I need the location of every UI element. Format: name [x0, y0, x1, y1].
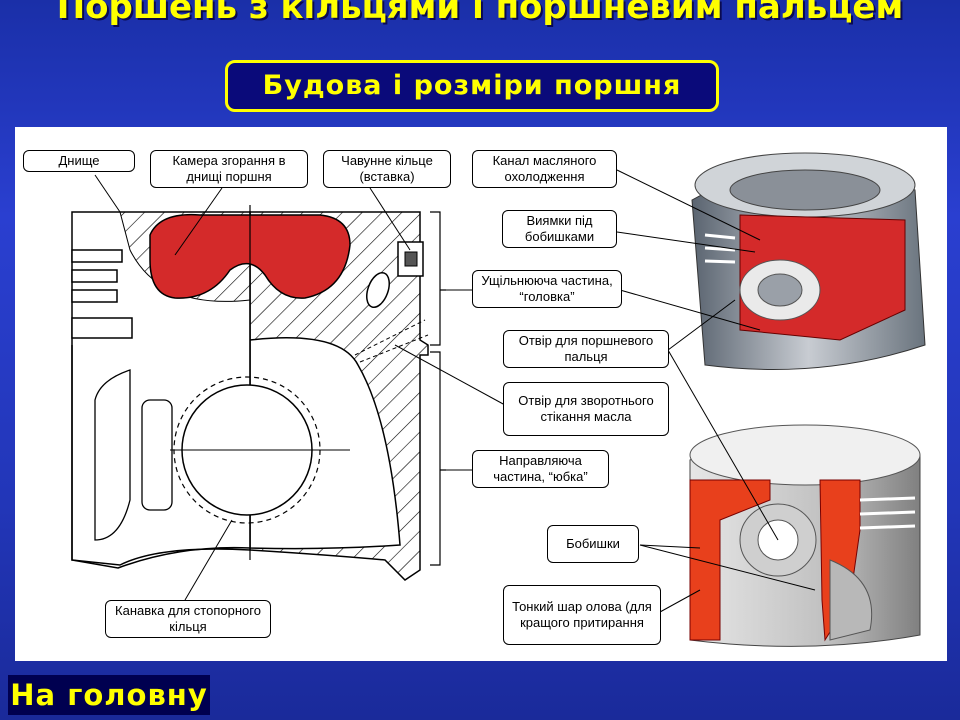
label-otvir-stikannia-masla: Отвір для зворотнього стікання масла: [503, 382, 669, 436]
piston-cross-section: [71, 205, 472, 581]
label-dnyshche: Днище: [23, 150, 135, 172]
label-kamera-zgorannia: Камера згорання в днищі поршня: [150, 150, 308, 188]
label-chavunne-kiltse: Чавунне кільце (вставка): [323, 150, 451, 188]
section-subtitle: Будова і розміри поршня: [225, 60, 719, 112]
leader-lines: [94, 169, 816, 613]
label-kanal-okholodzhennia: Канал масляного охолодження: [472, 150, 617, 188]
home-button[interactable]: На головну: [8, 675, 210, 715]
label-tonkyi-shar-olova: Тонкий шар олова (для кращого притирання: [503, 585, 661, 645]
label-ushchilniuiucha-chastyna: Ущільнююча частина, “головка”: [472, 270, 622, 308]
piston-3d-bottom: [689, 424, 921, 647]
label-bobyshky: Бобишки: [547, 525, 639, 563]
label-otvir-paltsia: Отвір для поршневого пальця: [503, 330, 669, 368]
label-kanavka-stopornoho-kiltsia: Канавка для стопорного кільця: [105, 600, 271, 638]
piston-3d-top: [691, 152, 926, 370]
page-title: Поршень з кільцями і поршневим пальцем: [56, 0, 904, 27]
label-napravliaiucha-chastyna: Направляюча частина, “юбка”: [472, 450, 609, 488]
label-vyiamky: Виямки під бобишками: [502, 210, 617, 248]
